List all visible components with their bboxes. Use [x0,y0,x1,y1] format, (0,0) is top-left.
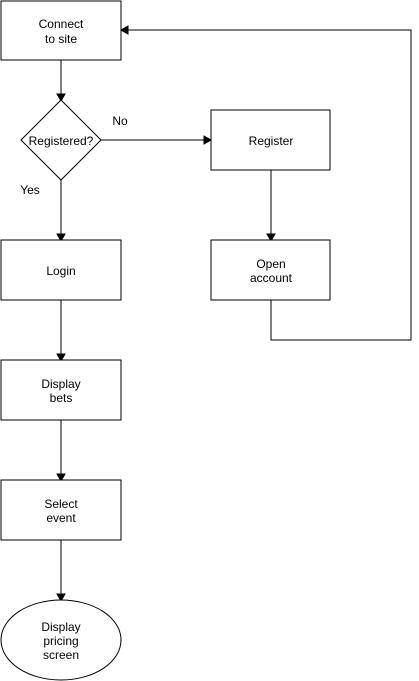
node-open-account-line2: account [250,271,293,285]
node-display-bets-line1: Display [41,377,80,391]
arrowhead-icon [56,593,66,603]
node-login-label: Login [46,264,75,278]
node-select-event-line1: Select [44,497,78,511]
arrowhead-icon [203,135,213,145]
arrowhead-icon [266,233,276,243]
node-login-box [0,239,122,301]
node-open-account: Open account [210,239,331,301]
node-login: Login [0,239,122,301]
node-register-label: Register [249,134,294,148]
edge-open-account-to-connect [127,29,412,341]
node-open-account-box [210,239,331,301]
node-display-bets-line2: bets [50,391,73,405]
node-registered-label: Registered? [29,134,94,148]
node-select-event-line2: event [46,511,76,525]
node-connect-line2: to site [45,32,77,46]
node-display-pricing-line2: pricing [43,634,78,648]
edges [56,25,412,603]
node-display-pricing-ellipse [0,599,122,681]
arrowhead-icon [119,25,129,35]
arrowhead-icon [56,93,66,103]
decision-diamond [20,99,102,181]
edge-label-no: No [112,114,128,128]
node-register-box [210,109,331,171]
node-open-account-line1: Open [256,257,285,271]
arrowhead-icon [56,473,66,483]
node-display-pricing-screen: Display pricing screen [0,599,122,681]
arrowhead-icon [56,353,66,363]
node-connect-line1: Connect [39,17,84,31]
node-display-pricing-line1: Display [41,620,80,634]
node-connect-box [0,0,122,61]
node-connect-to-site: Connect to site [0,0,122,61]
node-display-bets: Display bets [0,359,122,421]
edge-label-yes: Yes [20,183,40,197]
node-select-event-box [0,479,122,541]
node-select-event: Select event [0,479,122,541]
arrowhead-icon [56,233,66,243]
node-register: Register [210,109,331,171]
node-display-pricing-line3: screen [43,648,79,662]
node-registered-decision: Registered? [20,99,102,181]
node-display-bets-box [0,359,122,421]
